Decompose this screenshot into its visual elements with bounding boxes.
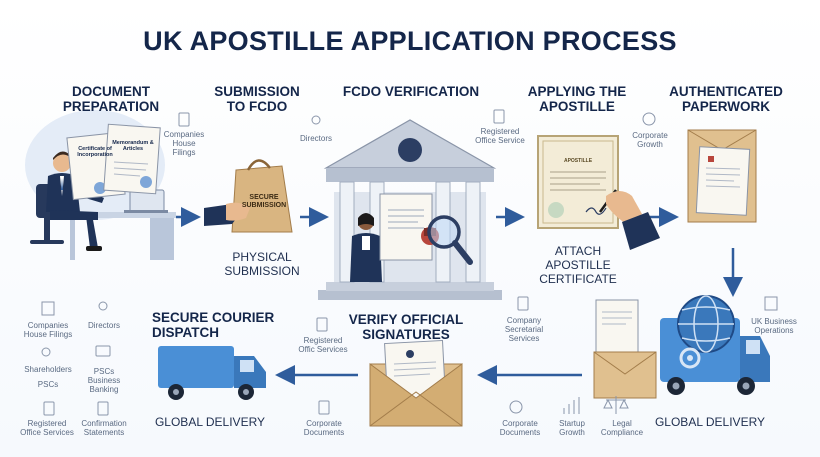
caption-physical-submission: PHYSICAL SUBMISSION [212, 250, 312, 278]
card-icon [95, 345, 111, 357]
caption-line: APOSTILLE [545, 258, 611, 272]
label-company-secretarial-services: Company Secretarial Services [504, 316, 544, 343]
caption-attach-apostille-certificate: ATTACH APOSTILLE CERTIFICATE [528, 244, 628, 286]
step-label-line: SUBMISSION [214, 84, 300, 99]
clipboard-icon [178, 112, 190, 127]
courier-truck-left [158, 346, 266, 400]
clipboard-icon-2 [493, 109, 505, 124]
page-title: UK APOSTILLE APPLICATION PROCESS [143, 26, 677, 56]
check-circle-icon [642, 112, 656, 126]
clipboard-icon-4 [43, 401, 55, 416]
label-corporate-documents-mid: Corporate Documents [303, 419, 345, 437]
verified-document [379, 193, 439, 261]
memorandum-document [103, 123, 161, 195]
caption-global-delivery-right: GLOBAL DELIVERY [654, 415, 766, 429]
authenticated-envelope [687, 129, 757, 223]
hand-holding-pen [598, 189, 660, 250]
step-label-line: SECURE COURIER [152, 310, 275, 325]
memorandum-document-text: Memorandum & Articles [112, 140, 154, 152]
step-authenticated-paperwork: AUTHENTICATED PAPERWORK [658, 84, 794, 114]
clipboard-icon-3 [316, 317, 328, 332]
step-fcdo-verification: FCDO VERIFICATION [336, 84, 486, 99]
step-label-line: APOSTILLE [539, 99, 615, 114]
label-registered-office-service-top: Registered Office Service [475, 127, 525, 145]
certificate-document-text: Certificate of Incorporation [77, 146, 113, 158]
step-label-line: TO FCDO [226, 99, 288, 114]
label-registered-office-services-left: Registered Office Services [20, 419, 74, 437]
step-label-line: FCDO VERIFICATION [342, 84, 480, 99]
caption-line: CERTIFICATE [539, 272, 617, 286]
label-shareholders: Shareholders [24, 365, 72, 374]
scale-icon [603, 396, 629, 414]
step-verify-official-signatures: VERIFY OFFICIAL SIGNATURES [336, 312, 476, 342]
step-label-line: SIGNATURES [362, 327, 450, 342]
label-companies-house-filings-top: Companies House Filings [163, 130, 205, 157]
secure-submission-bag [204, 159, 293, 233]
caption-line: PHYSICAL [232, 250, 292, 264]
label-registered-offic-services-mid: Registered Offic Services [298, 336, 348, 354]
step-label-line: AUTHENTICATED [669, 84, 783, 99]
document-icon-2 [318, 400, 330, 415]
apostille-document-text: APOSTILLE [563, 158, 593, 164]
caption-line: ATTACH [554, 244, 602, 258]
caption-global-delivery-left: GLOBAL DELIVERY [154, 415, 266, 429]
clipboard-icon-5 [97, 401, 109, 416]
label-uk-business-operations: UK Business Operations [751, 317, 797, 335]
signatures-envelope [369, 339, 463, 427]
label-directors-left: Directors [87, 321, 120, 330]
label-directors-top: Directors [299, 134, 332, 143]
building-icon-2 [41, 301, 55, 316]
label-corporate-growth: Corporate Growth [632, 131, 668, 149]
label-legal-compliance: Legal Compliance [600, 419, 644, 437]
building-icon [764, 296, 778, 311]
label-corporate-documents-right: Corporate Documents [499, 419, 541, 437]
step-label-line: PAPERWORK [681, 99, 770, 114]
flow-arrows [176, 207, 743, 385]
people-icon-2 [41, 347, 51, 357]
badge-icon [509, 400, 523, 414]
step-applying-the-apostille: APPLYING THE APOSTILLE [522, 84, 632, 114]
label-pscs-business-banking: PSCs Business Banking [87, 367, 121, 394]
label-pscs: PSCs [37, 380, 59, 389]
step-document-preparation: DOCUMENT PREPARATION [56, 84, 166, 114]
label-companies-house-filings-left: Companies House Filings [23, 321, 73, 339]
label-confirmation-statements: Confirmation Statements [81, 419, 127, 437]
magnifying-glass-icon [427, 215, 473, 265]
label-startup-growth: Startup Growth [559, 419, 585, 437]
step-label-line: DOCUMENT [72, 84, 150, 99]
caption-line: SUBMISSION [224, 264, 300, 278]
document-icon [517, 296, 529, 311]
people-icon [98, 301, 108, 311]
globe-icon [677, 295, 735, 353]
verification-officer [350, 213, 382, 282]
step-secure-courier-dispatch: SECURE COURIER DISPATCH [152, 310, 282, 340]
step-label-line: PREPARATION [62, 99, 160, 114]
step-label-line: APPLYING THE [527, 84, 627, 99]
person-icon [311, 115, 321, 125]
bag-text: SECURE SUBMISSION [241, 194, 287, 209]
step-label-line: VERIFY OFFICIAL [348, 312, 464, 327]
step-label-line: DISPATCH [152, 325, 219, 340]
gear-icon [679, 347, 701, 369]
bar-chart-icon [563, 397, 580, 414]
apostille-certificate [537, 135, 619, 229]
step-submission-to-fcdo: SUBMISSION TO FCDO [202, 84, 312, 114]
